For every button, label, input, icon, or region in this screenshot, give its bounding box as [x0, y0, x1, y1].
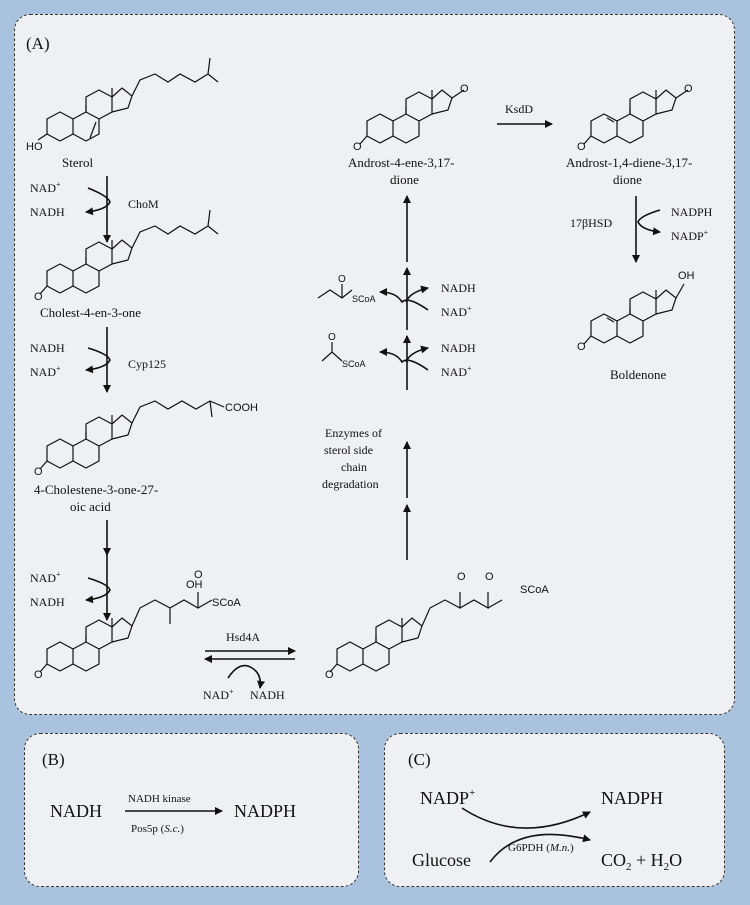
- acetyl-coa-o-atom: O: [328, 332, 336, 343]
- chom-enzyme: ChoM: [128, 197, 159, 211]
- nadh-4: NADH: [250, 688, 285, 702]
- chom-cofactor-arrow: [85, 187, 111, 216]
- panel-b-label: (B): [42, 750, 65, 769]
- nadh-formation-arrow-2: [405, 285, 429, 303]
- nadh-3: NADH: [30, 595, 65, 609]
- nadh-5: NADH: [441, 341, 476, 355]
- hydroxyacyl-scoa-group: SCoA: [212, 597, 241, 609]
- boldenone-label: Boldenone: [610, 367, 667, 382]
- ad-17-o-atom: O: [460, 83, 469, 95]
- acetyl-coa-scoa: SCoA: [342, 359, 366, 369]
- panel-a-label: (A): [26, 34, 50, 53]
- nad-plus-4: NAD+: [203, 687, 234, 702]
- cyp125-enzyme: Cyp125: [128, 357, 166, 371]
- add-3-o-atom: O: [577, 141, 586, 153]
- acid-label-line1: 4-Cholestene-3-one-27-: [34, 482, 158, 497]
- side-chain-enzymes-3: chain: [341, 460, 367, 474]
- oxoacyl-scoa-group: SCoA: [520, 584, 549, 596]
- nadh-1: NADH: [30, 205, 65, 219]
- acetyl-coa-structure: [321, 342, 343, 362]
- add-label-line1: Androst-1,4-diene-3,17-: [566, 155, 692, 170]
- nadh-6: NADH: [441, 281, 476, 295]
- cholestenoic-acid-structure: [39, 400, 225, 470]
- hsd17b-enzyme: 17βHSD: [570, 216, 612, 230]
- cyp125-cofactor-arrow: [85, 347, 111, 374]
- oxoacyl-o-ring-atom: O: [325, 669, 334, 681]
- nadh-2: NADH: [30, 341, 65, 355]
- acid-cofactor-arrow: [85, 577, 111, 604]
- side-chain-enzymes-1: Enzymes of: [325, 426, 382, 440]
- panel-c-glucose: Glucose: [412, 850, 471, 870]
- acid-o-atom: O: [34, 466, 43, 478]
- nad-plus-1: NAD+: [30, 180, 61, 195]
- hydroxyacyl-oh-group: OH: [186, 579, 203, 591]
- boldenone-o-atom: O: [577, 341, 586, 353]
- hsd17b-cofactor-arrow: [637, 209, 661, 236]
- ad-label-line1: Androst-4-ene-3,17-: [348, 155, 455, 170]
- panel-a: [14, 14, 735, 715]
- glucose-oxidation-arrow: [489, 833, 591, 863]
- acid-label-line2: oic acid: [70, 499, 111, 514]
- ad-label-line2: dione: [390, 172, 419, 187]
- nadh-kinase-enzyme: NADH kinase: [128, 793, 191, 805]
- panel-b-product: NADPH: [234, 801, 296, 821]
- nadp-reduction-arrow: [461, 807, 591, 829]
- hydroxyacyl-o-atom: O: [194, 569, 203, 581]
- side-chain-enzymes-2: sterol side: [324, 443, 373, 457]
- g6pdh-enzyme: G6PDH (M.n.): [508, 842, 574, 854]
- propionyl-coa-scoa: SCoA: [352, 294, 376, 304]
- hydroxyacyl-coa-structure: [39, 592, 213, 673]
- panel-c-nadph: NADPH: [601, 788, 663, 808]
- hsd4a-cofactor-arrow: [227, 664, 265, 689]
- androstadienedione-structure: [583, 89, 689, 145]
- propionyl-coa-structure: [317, 284, 353, 299]
- nadh-formation-arrow-1: [405, 345, 429, 363]
- side-chain-enzymes-4: degradation: [322, 477, 379, 491]
- boldenone-oh-group: OH: [678, 270, 695, 282]
- hydroxyacyl-o-ring-atom: O: [34, 669, 43, 681]
- panel-c-products: CO2 + H2O: [601, 850, 682, 873]
- nad-plus-2: NAD+: [30, 364, 61, 379]
- boldenone-structure: [583, 283, 685, 345]
- acetyl-release-arrow: [379, 348, 429, 371]
- acid-cooh-group: COOH: [225, 402, 258, 414]
- nad-plus-6: NAD+: [441, 304, 472, 319]
- oxoacyl-coa-structure: [329, 592, 503, 673]
- nadph-1: NADPH: [671, 205, 713, 219]
- hsd4a-enzyme: Hsd4A: [226, 630, 260, 644]
- cholestenone-o-atom: O: [34, 291, 43, 303]
- oxoacyl-o-atom-1: O: [457, 571, 466, 583]
- nad-plus-3: NAD+: [30, 570, 61, 585]
- cholestenone-structure: [39, 209, 219, 295]
- androstenedione-structure: [359, 89, 465, 145]
- add-17-o-atom: O: [684, 83, 693, 95]
- panel-b-substrate: NADH: [50, 801, 102, 821]
- ksdd-enzyme: KsdD: [505, 102, 533, 116]
- panel-c-label: (C): [408, 750, 431, 769]
- nadp-plus-1: NADP+: [671, 228, 709, 243]
- add-label-line2: dione: [613, 172, 642, 187]
- panel-b: [24, 733, 359, 887]
- propionyl-coa-o-atom: O: [338, 274, 346, 285]
- pos5p-enzyme: Pos5p (S.c.): [131, 823, 184, 835]
- sterol-ho-atom: HO: [26, 141, 43, 153]
- nad-plus-5: NAD+: [441, 364, 472, 379]
- cholestenone-label: Cholest-4-en-3-one: [40, 305, 141, 320]
- propionyl-release-arrow: [379, 288, 429, 311]
- panel-c: [384, 733, 725, 887]
- ad-3-o-atom: O: [353, 141, 362, 153]
- panel-c-nadp: NADP+: [420, 787, 475, 808]
- oxoacyl-o-atom-2: O: [485, 571, 494, 583]
- sterol-structure: [37, 57, 219, 142]
- sterol-label: Sterol: [62, 155, 93, 170]
